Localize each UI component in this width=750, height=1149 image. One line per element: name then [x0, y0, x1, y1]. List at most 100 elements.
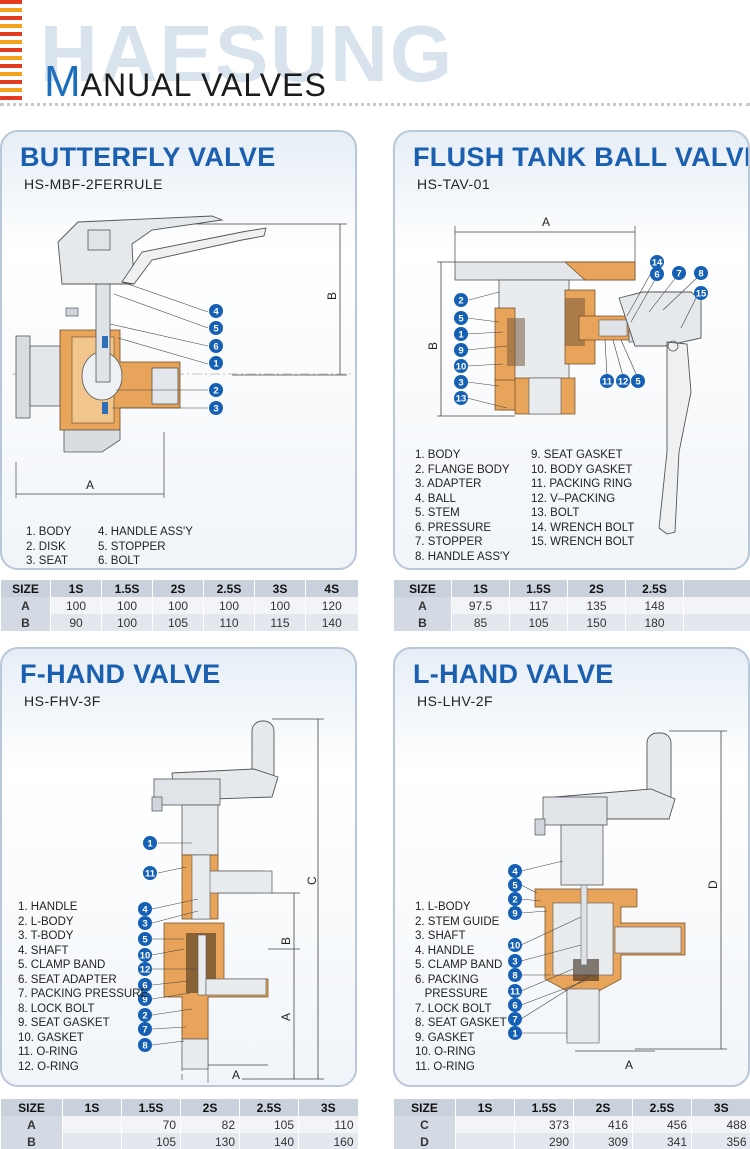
callout-badge: 10 [454, 359, 468, 373]
callout-badge: 10 [508, 938, 522, 952]
table-cell: 105 [239, 1116, 299, 1133]
svg-text:5: 5 [635, 377, 641, 388]
table-cell: 373 [514, 1116, 574, 1133]
table-header-row: SIZE 1S 1.5S 2S 2.5S 3S 4S [0, 580, 358, 597]
table-cell: 160 [298, 1133, 358, 1149]
table-header-cell: 1.5S [101, 580, 153, 597]
flush-tank-ball-valve-title: FLUSH TANK BALL VALVE [413, 142, 750, 172]
table-cell: 117 [509, 597, 568, 614]
svg-text:5: 5 [213, 324, 219, 335]
callout-badge: 3 [209, 401, 223, 415]
table-cell: A [0, 597, 51, 614]
table-header-cell: SIZE [0, 580, 51, 597]
part-item: 10. GASKET [18, 1031, 84, 1044]
callout-badge: 9 [508, 906, 522, 920]
table-cell: A [393, 597, 452, 614]
table-cell [455, 1133, 515, 1149]
svg-text:3: 3 [458, 378, 463, 389]
table-cell: 180 [625, 614, 684, 631]
svg-text:3: 3 [512, 957, 517, 968]
part-item: 12. O-RING [18, 1060, 79, 1073]
callout-badge: 11 [143, 866, 157, 880]
dim-label-b: B [325, 292, 339, 300]
part-item: 3. ADAPTER [415, 478, 482, 490]
svg-text:7: 7 [512, 1015, 517, 1026]
table-cell: 105 [152, 614, 204, 631]
part-item: 8. HANDLE ASS'Y [415, 550, 510, 563]
svg-text:1: 1 [213, 359, 219, 370]
table-row: A 100 100 100 100 100 120 [0, 597, 358, 614]
callout-badge: 8 [508, 968, 522, 982]
callout-badge: 5 [138, 932, 152, 946]
table-header-cell: 2S [573, 1099, 633, 1116]
table-header-cell: 1S [50, 580, 102, 597]
callout-badge: 10 [138, 948, 152, 962]
part-item: 3. SEAT [26, 555, 68, 567]
part-item: 11. O-RING [18, 1046, 78, 1058]
svg-text:2: 2 [142, 1011, 147, 1022]
part-item: 10. BODY GASKET [531, 463, 633, 476]
svg-text:9: 9 [458, 346, 463, 357]
page-title-rest: ANUAL VALVES [80, 67, 327, 103]
callout-badge: 6 [138, 978, 152, 992]
callout-badge: 12 [138, 962, 152, 976]
callout-badge: 9 [454, 343, 468, 357]
table-cell: 356 [691, 1133, 750, 1149]
table-header-cell: 1.5S [514, 1099, 574, 1116]
svg-text:3: 3 [213, 404, 218, 415]
callout-badge: 1 [143, 836, 157, 850]
table-cell: 90 [50, 614, 102, 631]
svg-text:10: 10 [510, 941, 521, 952]
svg-text:12: 12 [140, 965, 151, 976]
table-row: B 85 105 150 180 [393, 614, 750, 631]
l-hand-size-table: SIZE 1S 1.5S 2S 2.5S 3S C 373 416 456 48… [393, 1099, 750, 1149]
table-header-row: SIZE 1S 1.5S 2S 2.5S 3S [0, 1099, 358, 1116]
header-dotted-divider [0, 103, 750, 106]
page-title-initial: M [44, 57, 81, 106]
table-cell: B [0, 614, 51, 631]
dim-label-a: A [86, 478, 94, 492]
table-cell: D [393, 1133, 456, 1149]
table-cell: 110 [203, 614, 255, 631]
dim-label-d: D [706, 880, 720, 889]
part-item: 1. HANDLE [18, 901, 78, 913]
dim-label-b: B [426, 342, 440, 350]
f-hand-parts-list: 1. HANDLE 2. L-BODY 3. T-BODY 4. SHAFT 5… [18, 900, 148, 1074]
flush-tank-ball-valve-model: HS-TAV-01 [417, 176, 491, 192]
part-item: 8. LOCK BOLT [18, 1002, 95, 1015]
svg-text:6: 6 [142, 981, 147, 992]
table-cell: 120 [305, 597, 358, 614]
svg-text:13: 13 [456, 394, 467, 405]
svg-text:5: 5 [142, 935, 148, 946]
table-row: A 97.5 117 135 148 [393, 597, 750, 614]
svg-text:10: 10 [456, 362, 467, 373]
svg-text:7: 7 [142, 1025, 147, 1036]
callout-badge: 8 [694, 266, 708, 280]
table-cell: B [0, 1133, 63, 1149]
table-cell: 105 [121, 1133, 181, 1149]
part-item: 4. HANDLE [415, 944, 475, 957]
table-cell: 105 [509, 614, 568, 631]
table-header-cell: SIZE [393, 1099, 456, 1116]
callout-badge: 2 [209, 383, 223, 397]
callout-badge: 15 [694, 286, 708, 300]
part-item: 9. GASKET [415, 1031, 475, 1044]
part-item: 6. SEAT ADAPTER [18, 973, 117, 986]
table-row: B 90 100 105 110 115 140 [0, 614, 358, 631]
table-row: C 373 416 456 488 [393, 1116, 750, 1133]
butterfly-valve-drawing: B A 4 5 6 [12, 215, 352, 498]
callout-badge: 3 [138, 916, 152, 930]
part-item: 15. WRENCH BOLT [531, 536, 635, 548]
table-cell [683, 614, 750, 631]
part-item: 5. STEM [415, 507, 460, 519]
svg-text:1: 1 [458, 330, 464, 341]
table-header-cell: 2.5S [239, 1099, 299, 1116]
table-cell: 100 [50, 597, 102, 614]
part-item: 1. BODY [415, 449, 461, 461]
part-item: 6. PACKING [415, 973, 479, 986]
table-cell: 488 [691, 1116, 750, 1133]
part-item: PRESSURE [415, 988, 488, 1000]
part-item: 8. SEAT GASKET [415, 1017, 507, 1029]
table-cell: 290 [514, 1133, 574, 1149]
table-cell: 100 [101, 597, 153, 614]
